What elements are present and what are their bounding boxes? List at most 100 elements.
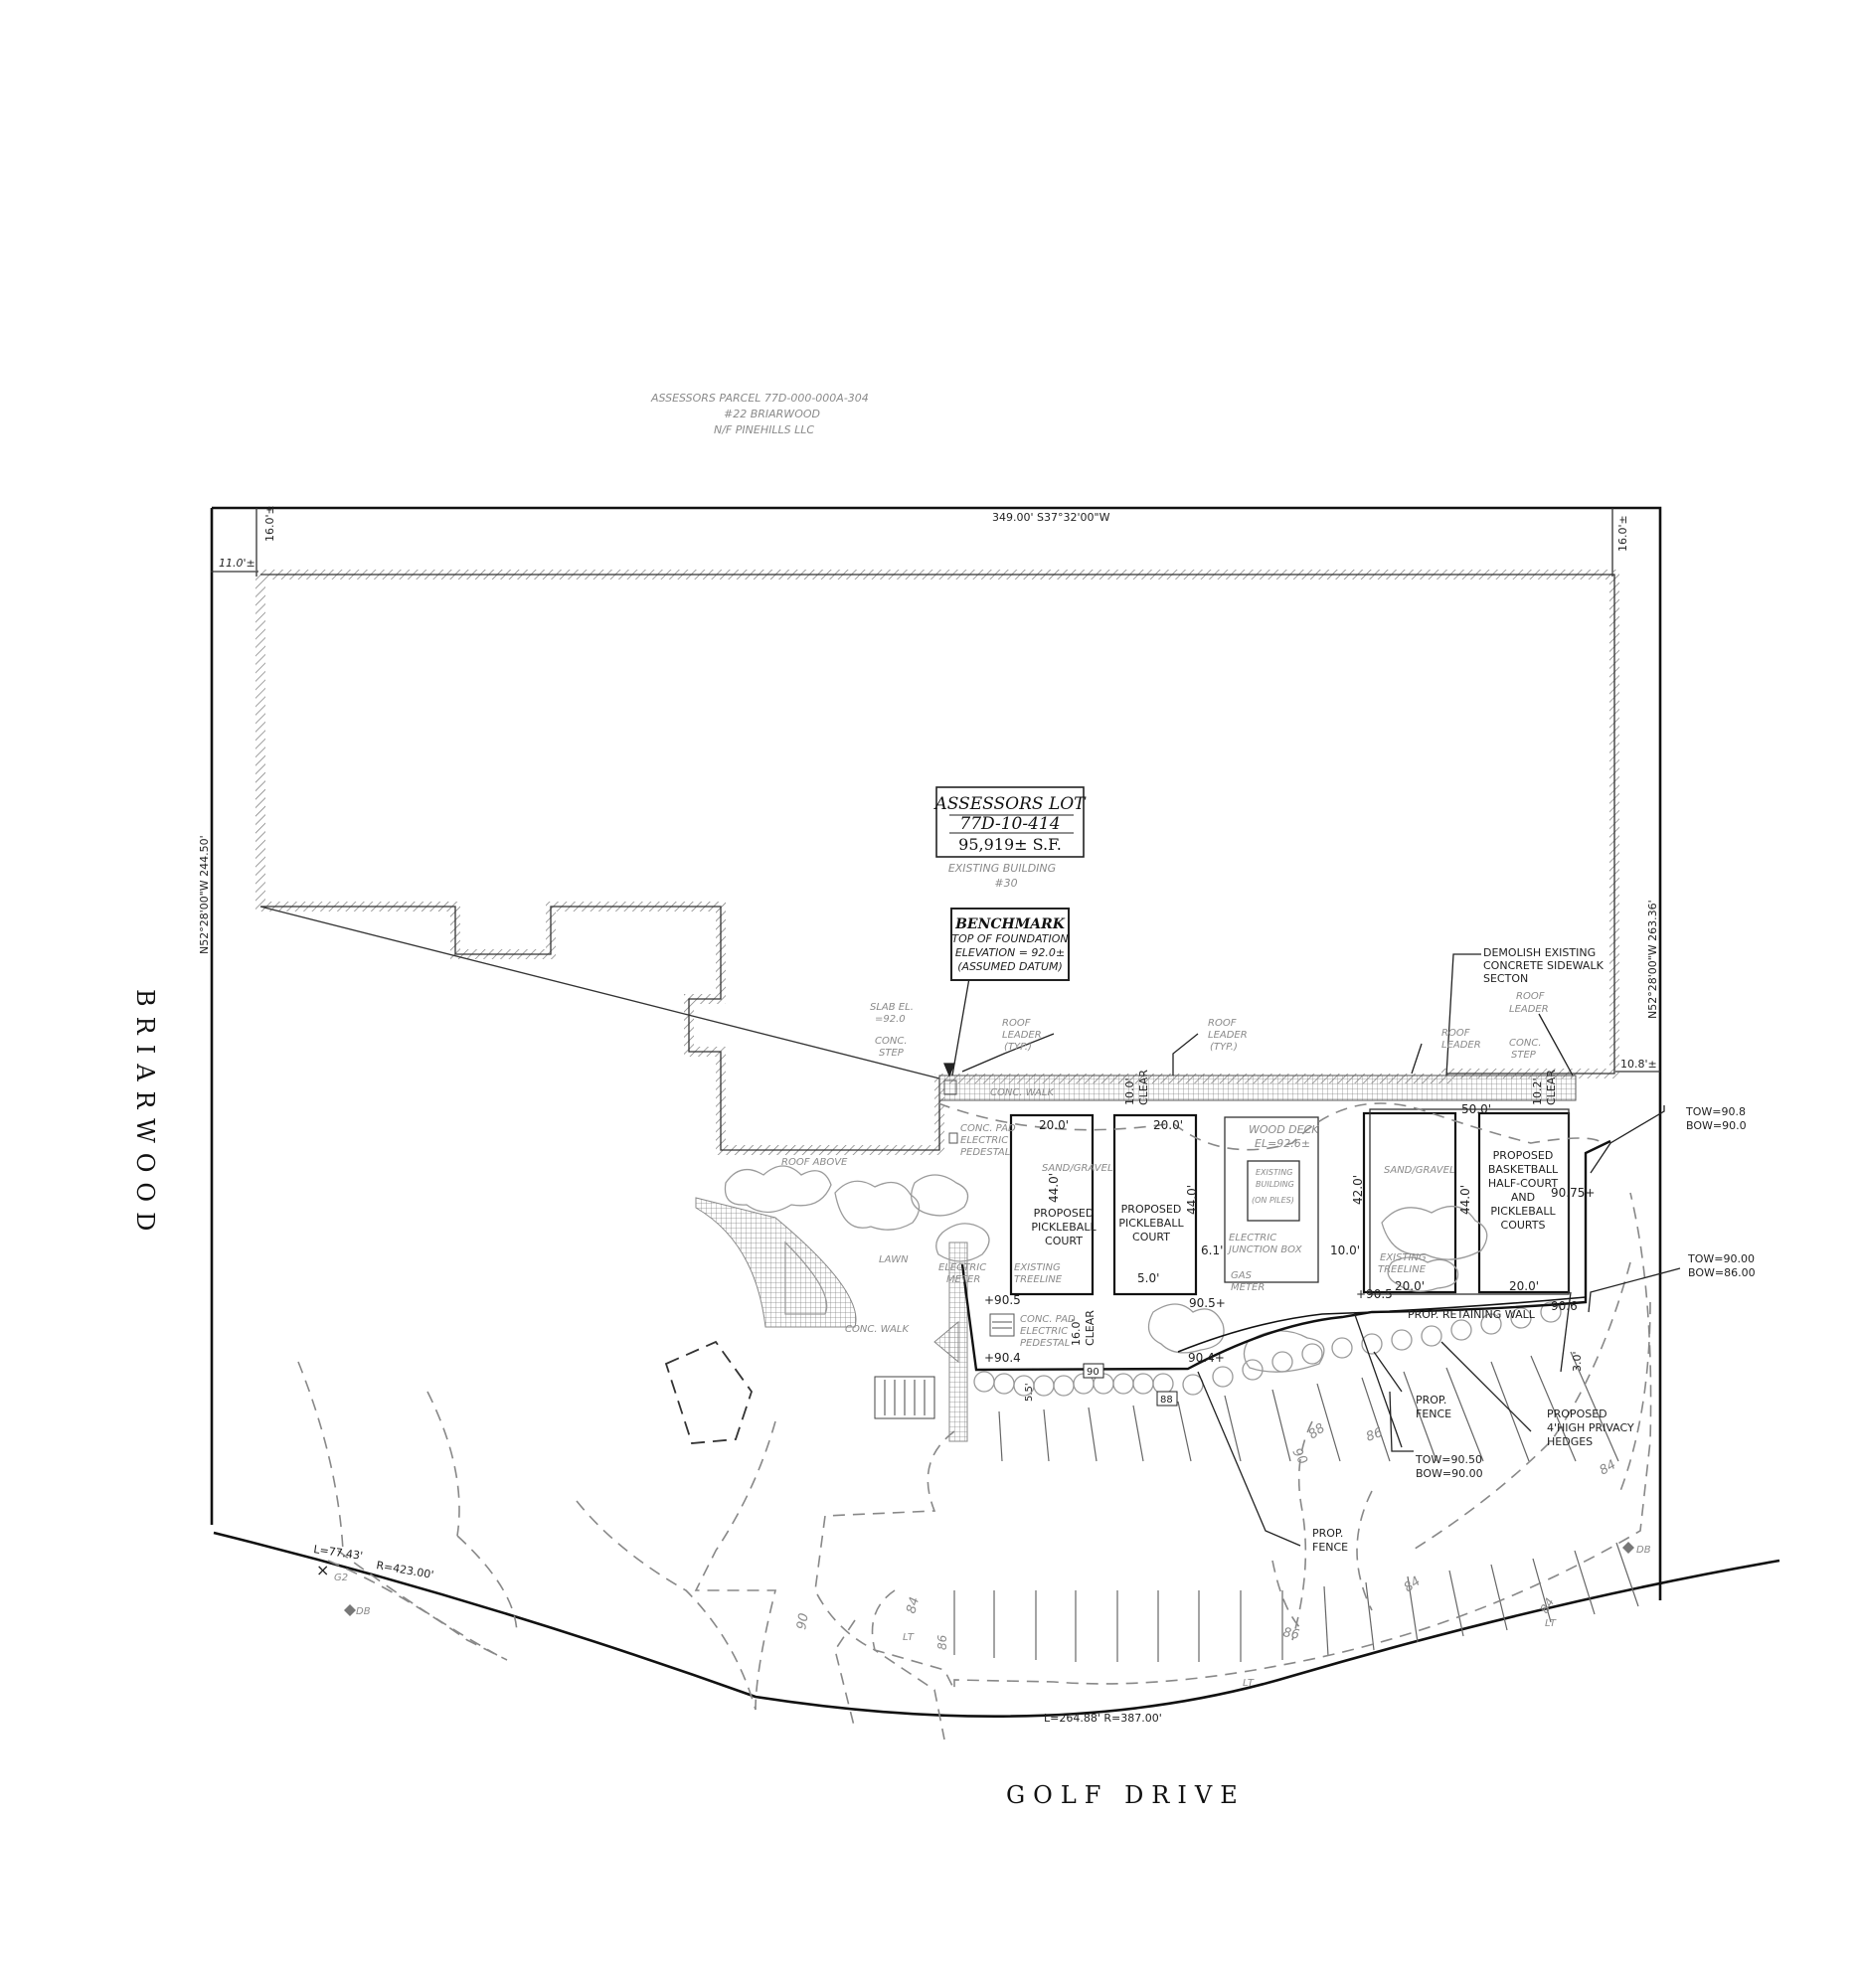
bearing-west: N52°28'00"W 244.50' (198, 835, 211, 954)
utility-markers: × (316, 1542, 1634, 1616)
demolish-3: SECTON (1483, 972, 1528, 985)
util-db-2: DB (1636, 1545, 1651, 1556)
tow-ne: TOW=90.8 (1685, 1105, 1746, 1118)
contour-86b: 86 (1364, 1425, 1385, 1445)
court1-line1: PROPOSED (1034, 1207, 1095, 1220)
tow-s: TOW=90.50 (1415, 1453, 1482, 1466)
junction-2: JUNCTION BOX (1227, 1244, 1303, 1255)
parcel-line-2: #22 BRIARWOOD (724, 408, 820, 420)
contour-84a: 84 (1598, 1457, 1619, 1478)
exist-bldg-1: EXISTING (1256, 1168, 1292, 1177)
contour-84c: 84 (904, 1595, 923, 1615)
court3-line2: BASKETBALL (1488, 1163, 1559, 1176)
building-label-1: EXISTING BUILDING (948, 862, 1056, 875)
dim-clear102-a: 10.2' (1531, 1077, 1544, 1105)
dim-44c: 44.0' (1458, 1185, 1472, 1215)
conc-pad-b3: PEDESTAL (1020, 1338, 1070, 1349)
building-label-2: #30 (994, 877, 1017, 890)
dimension-labels: 20.0' 20.0' 20.0' 20.0' 44.0' 44.0' 44.0… (1024, 1070, 1584, 1402)
conc-step-a2: STEP (879, 1048, 905, 1059)
dim-44a: 44.0' (1047, 1173, 1061, 1203)
roof-leader-a2: LEADER (1002, 1030, 1042, 1041)
bow-ne: BOW=90.0 (1686, 1119, 1747, 1132)
elev-904a: +90.4 (984, 1351, 1021, 1365)
contour-lines (297, 1102, 1652, 1740)
street-golf-drive: GOLF DRIVE (1006, 1781, 1246, 1809)
dim-50: 50.0' (1461, 1102, 1491, 1116)
junction-1: ELECTRIC (1229, 1233, 1276, 1243)
dim-3: 3.0' (1571, 1351, 1584, 1372)
lot-number: 77D-10-414 (959, 814, 1060, 834)
util-g2: G2 (334, 1573, 348, 1583)
sand-gravel-a: SAND/GRAVEL (1042, 1163, 1113, 1174)
bow-s: BOW=90.00 (1416, 1467, 1483, 1480)
conc-pad-a1: CONC. PAD (960, 1123, 1016, 1134)
fence-a1: PROP. (1416, 1394, 1446, 1407)
hedges-2: 4'HIGH PRIVACY (1547, 1421, 1634, 1434)
parcel-line-3: N/F PINEHILLS LLC (714, 423, 814, 436)
dim-clear16-b: CLEAR (1084, 1310, 1097, 1346)
conc-pad-b2: ELECTRIC (1020, 1326, 1068, 1337)
conc-walk-2: CONC. WALK (845, 1324, 910, 1335)
tag-88: 88 (1160, 1395, 1173, 1406)
contour-84b: 84 (1402, 1574, 1424, 1595)
setback-nw: 16.0'± (263, 505, 276, 542)
tag-90: 90 (1087, 1367, 1099, 1378)
benchmark-line-1: TOP OF FOUNDATION (951, 932, 1068, 945)
gas-1: GAS (1231, 1270, 1253, 1281)
court3-line3: HALF-COURT (1488, 1177, 1558, 1190)
contour-86c: 86 (935, 1634, 949, 1650)
court3-line1: PROPOSED (1493, 1149, 1554, 1162)
demolish-1: DEMOLISH EXISTING (1483, 946, 1596, 959)
street-briarwood: BRIARWOOD (131, 989, 159, 1241)
court3-line5: PICKLEBALL (1490, 1205, 1556, 1218)
court1-line3: COURT (1045, 1235, 1083, 1247)
street-labels: BRIARWOOD GOLF DRIVE (131, 989, 1246, 1809)
roof-leader-d1: ROOF (1516, 991, 1545, 1002)
dim-20b: 20.0' (1153, 1118, 1183, 1132)
fence-a2: FENCE (1416, 1408, 1451, 1420)
elev-9075: 90.75+ (1551, 1186, 1595, 1200)
treeline-a2: TREELINE (1014, 1274, 1063, 1285)
court3-line4: AND (1511, 1191, 1535, 1204)
existing-building-footprint (255, 570, 1619, 1155)
lot-area: 95,919± S.F. (958, 835, 1062, 854)
contour-84d: 84 (1537, 1595, 1557, 1615)
benchmark-line-2: ELEVATION = 92.0± (955, 946, 1065, 959)
contour-88: 88 (1306, 1420, 1328, 1442)
treeline-b1: EXISTING (1380, 1252, 1427, 1263)
roof-leader-d2: LEADER (1509, 1004, 1549, 1015)
court2-line3: COURT (1132, 1231, 1170, 1243)
elev-905a: +90.5 (984, 1293, 1021, 1307)
contour-86a: 86 (1281, 1625, 1300, 1643)
elevation-labels: +90.5 90.5+ +90.5 90.6 +90.4 90.4+ 90.75… (870, 1002, 1756, 1480)
util-lt-2: LT (1243, 1678, 1255, 1689)
dim-5: 5.0' (1137, 1271, 1159, 1285)
existing-vegetation (724, 1165, 1562, 1397)
exist-bldg-2: BUILDING (1256, 1180, 1294, 1189)
setback-w: 11.0'± (219, 557, 255, 570)
contour-90b: 90 (794, 1612, 812, 1631)
dim-20a: 20.0' (1039, 1118, 1069, 1132)
roof-leader-c1: ROOF (1441, 1028, 1470, 1039)
title-block: ASSESSORS PARCEL 77D-000-000A-304 #22 BR… (650, 392, 869, 436)
roof-leader-b2: LEADER (1208, 1030, 1248, 1041)
elec-meter-1: ELECTRIC (938, 1262, 986, 1273)
elev-905c: +90.5 (1356, 1287, 1393, 1301)
elev-905b: 90.5+ (1189, 1296, 1226, 1310)
roof-leader-b1: ROOF (1208, 1018, 1237, 1029)
lot-label: ASSESSORS LOT 77D-10-414 95,919± S.F. EX… (932, 786, 1087, 890)
lot-heading: ASSESSORS LOT (932, 794, 1087, 814)
conc-pad-b1: CONC. PAD (1020, 1314, 1076, 1325)
conc-walk: CONC. WALK (990, 1087, 1055, 1098)
dim-10: 10.0' (1330, 1243, 1360, 1257)
sand-gravel-b: SAND/GRAVEL (1384, 1165, 1455, 1176)
dim-clear10-a: 10.0' (1123, 1077, 1136, 1105)
fence-b2: FENCE (1312, 1541, 1348, 1554)
benchmark-heading: BENCHMARK (954, 916, 1066, 932)
dim-5-5: 5.5' (1024, 1383, 1035, 1402)
contour-90: 90 (1289, 1446, 1310, 1468)
dim-clear102-b: CLEAR (1545, 1070, 1558, 1105)
court2-line2: PICKLEBALL (1118, 1217, 1184, 1230)
hedges-1: PROPOSED (1547, 1408, 1607, 1420)
